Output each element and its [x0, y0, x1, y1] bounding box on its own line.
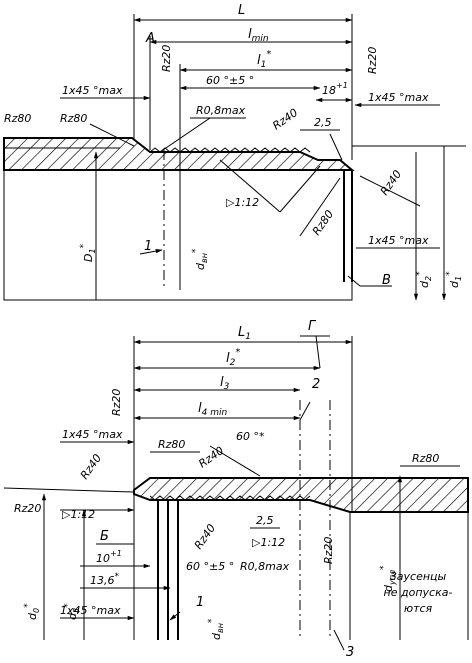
- diam-d3: d3*: [63, 603, 81, 620]
- rz80-low-leader: [299, 177, 341, 237]
- roughness-rz40-b: Rz40: [378, 168, 404, 198]
- svg-text:d0*: d0*: [23, 603, 41, 620]
- svg-text:d3*: d3*: [63, 603, 81, 620]
- svg-text:dупл*: dупл*: [379, 565, 397, 592]
- note-line-3: ются: [404, 602, 433, 615]
- roughness-rz80-low: Rz80: [310, 208, 336, 238]
- top-view: L lmin l1* А 60 °±5 ° 18+1 1x45 °max 1x4…: [3, 3, 466, 301]
- bottom-view: L1 l2* l3 l4 min Г 2 60 °* 1x45 °max Rz8…: [3, 319, 469, 660]
- diam-d-upl: dупл*: [379, 565, 397, 592]
- dim-l3-text: l3: [220, 375, 230, 392]
- note-line-1: Заусенцы: [390, 570, 447, 583]
- bottom-taper-a: ▷1:12: [62, 508, 95, 521]
- roughness-rz80-left: Rz80: [4, 112, 31, 125]
- ref-2: 2: [312, 377, 320, 392]
- angle-text: 60 °±5 °: [206, 74, 254, 87]
- bottom-r08-text: R0,8max: [240, 560, 290, 573]
- bottom-rz80-a: Rz80: [158, 438, 185, 451]
- bottom-pipe-body: [133, 494, 469, 640]
- dim-25-leader: [329, 133, 343, 161]
- dim-l1-text: l1*: [257, 49, 271, 70]
- letter-V: В: [382, 273, 391, 288]
- diam-d1: d1*: [445, 271, 463, 288]
- dim-136-text: 13,6*: [90, 572, 120, 587]
- bottom-angle2-text: 60 °±5 °: [186, 560, 234, 573]
- roughness-rz40-a: Rz40: [270, 106, 300, 132]
- note-line-2: не допуска-: [384, 586, 453, 599]
- top-wall-section: [3, 137, 355, 171]
- ref-G-leader: [315, 335, 321, 369]
- dim-10-text: 10+1: [96, 549, 122, 565]
- bottom-thread: [149, 495, 311, 501]
- r08-leader: [159, 117, 211, 153]
- bottom-rz20-c: Rz20: [322, 537, 335, 564]
- svg-text:d1*: d1*: [445, 271, 463, 288]
- chamfer-top-text: 1x45 °max: [62, 84, 123, 97]
- taper-text: ▷1:12: [226, 196, 259, 209]
- roughness-rz20-b: Rz20: [366, 47, 379, 74]
- ref-1-bottom-leader: [169, 611, 181, 621]
- svg-text:dвн*: dвн*: [191, 248, 209, 270]
- diam-D1: D1*: [79, 243, 97, 262]
- diam-d2: d2*: [415, 271, 433, 288]
- bottom-rz20-b: Rz20: [14, 502, 41, 515]
- roughness-rz80-mid: Rz80: [60, 112, 87, 125]
- len-18-text: 18+1: [322, 81, 348, 97]
- dim-l4-text: l4 min: [198, 401, 227, 418]
- diam-d-vn-top: dвн*: [191, 248, 209, 270]
- dim-L-text: L: [238, 3, 245, 18]
- r08-text: R0,8max: [196, 104, 246, 117]
- bottom-rz40-a: Rz40: [78, 452, 104, 482]
- diam-d-vn-bottom: dвн*: [207, 618, 225, 640]
- svg-text:d2*: d2*: [415, 271, 433, 288]
- ref-1-bottom: 1: [196, 595, 204, 610]
- bottom-rz20-a: Rz20: [110, 389, 123, 416]
- ref-3: 3: [346, 645, 354, 660]
- svg-text:dвн*: dвн*: [207, 618, 225, 640]
- bottom-rz40-c: Rz40: [192, 522, 218, 552]
- bottom-ref-line: [3, 487, 135, 493]
- bottom-chamfer-top-text: 1x45 °max: [62, 428, 123, 441]
- ref-1-leader: [139, 249, 163, 255]
- taper-leader-a: [219, 159, 281, 213]
- bottom-val-25: 2,5: [256, 514, 274, 527]
- val-25-text: 2,5: [314, 116, 332, 129]
- diam-d0: d0*: [23, 603, 41, 620]
- svg-text:D1*: D1*: [79, 243, 97, 262]
- rz80-leader: [89, 123, 135, 147]
- bottom-chamfer-bottom-text: 1x45 °max: [60, 604, 121, 617]
- dim-lmin-text: lmin: [248, 27, 269, 44]
- letter-G: Г: [308, 319, 317, 334]
- bottom-rz80-right: Rz80: [412, 452, 439, 465]
- rz40-b-leader: [209, 445, 261, 477]
- ref-V-leader: [347, 275, 361, 287]
- letter-B: Б: [100, 529, 109, 544]
- letter-A: А: [145, 31, 155, 46]
- dim-L1-text: L1: [238, 325, 251, 342]
- bottom-angle-text: 60 °*: [236, 430, 265, 443]
- bottom-rz40-b: Rz40: [196, 444, 226, 470]
- top-thread: [149, 147, 311, 153]
- ref-3-leader: [333, 629, 345, 651]
- taper-leader-b: [279, 165, 321, 213]
- ref-2-leader: [299, 401, 311, 421]
- bottom-taper-b: ▷1:12: [252, 536, 285, 549]
- chamfer-bottom-text: 1x45 °max: [368, 234, 429, 247]
- bottom-wall-section: [133, 477, 469, 513]
- chamfer-right-text: 1x45 °max: [368, 91, 429, 104]
- rz40-b-leader: [359, 175, 421, 207]
- roughness-rz20-a: Rz20: [160, 45, 173, 72]
- dim-l2-text: l2*: [226, 347, 240, 368]
- ref-1-top: 1: [144, 239, 152, 254]
